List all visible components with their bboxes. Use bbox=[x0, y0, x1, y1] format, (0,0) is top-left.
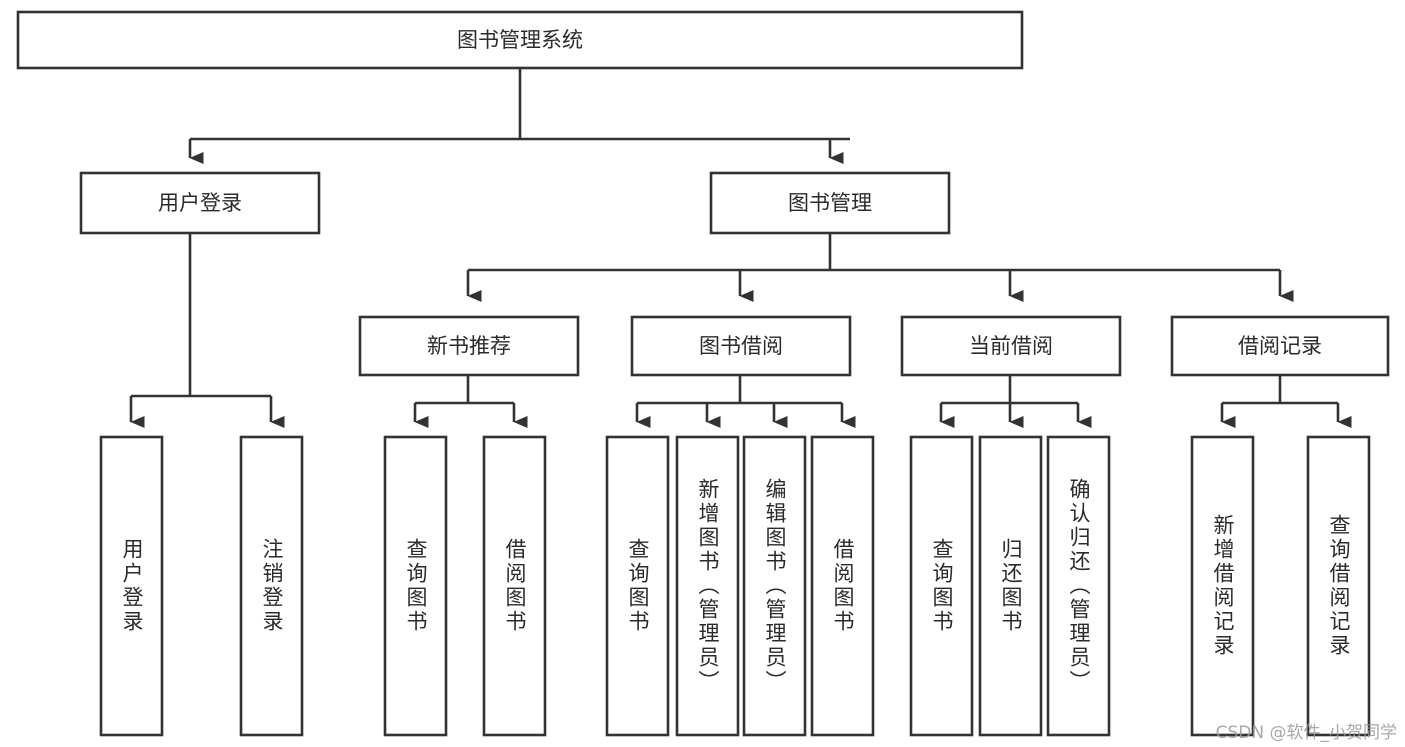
node-book-management[interactable]: 图书管理 bbox=[709, 171, 951, 235]
leaf-box-query-book-1[interactable] bbox=[383, 435, 448, 737]
leaf-box-borrow-book-2[interactable] bbox=[810, 435, 875, 737]
node-root-system[interactable]: 图书管理系统 bbox=[16, 10, 1024, 70]
node-user-login-label: 用户登录 bbox=[158, 191, 242, 215]
leaf-box-borrow-book-1[interactable] bbox=[482, 435, 547, 737]
node-new-book-recommend[interactable]: 新书推荐 bbox=[358, 315, 580, 377]
connector-current-to-leaves bbox=[939, 375, 1092, 428]
connector-records-to-leaves bbox=[1220, 375, 1352, 428]
connector-bookmgmt-to-level3 bbox=[466, 233, 1294, 302]
leaf-box-query-borrow-record[interactable] bbox=[1306, 435, 1371, 737]
node-root-system-label: 图书管理系统 bbox=[457, 28, 583, 52]
connector-root-to-level2 bbox=[188, 68, 850, 164]
leaf-box-user-login[interactable] bbox=[99, 435, 164, 737]
connector-newbook-to-leaves bbox=[413, 375, 528, 428]
node-book-borrow[interactable]: 图书借阅 bbox=[630, 315, 852, 377]
connector-borrow-to-leaves bbox=[635, 375, 856, 428]
csdn-watermark: CSDN @软件_小贺同学 bbox=[1215, 723, 1397, 743]
node-borrow-records-label: 借阅记录 bbox=[1238, 334, 1322, 358]
leaf-box-return-book[interactable] bbox=[978, 435, 1043, 737]
node-user-login[interactable]: 用户登录 bbox=[79, 171, 321, 235]
node-current-borrow-label: 当前借阅 bbox=[969, 334, 1053, 358]
node-book-borrow-label: 图书借阅 bbox=[699, 334, 783, 358]
node-new-book-recommend-label: 新书推荐 bbox=[427, 334, 511, 358]
node-borrow-records[interactable]: 借阅记录 bbox=[1170, 315, 1390, 377]
leaf-box-add-book-admin[interactable] bbox=[675, 435, 740, 737]
leaf-box-logout[interactable] bbox=[239, 435, 304, 737]
leaf-box-edit-book-admin[interactable] bbox=[742, 435, 807, 737]
leaf-box-query-book-3[interactable] bbox=[909, 435, 974, 737]
leaf-box-add-borrow-record[interactable] bbox=[1190, 435, 1255, 737]
node-current-borrow[interactable]: 当前借阅 bbox=[900, 315, 1122, 377]
leaf-box-confirm-return-admin[interactable] bbox=[1046, 435, 1111, 737]
leaf-box-query-book-2[interactable] bbox=[605, 435, 670, 737]
node-book-management-label: 图书管理 bbox=[788, 191, 872, 215]
connector-userlogin-to-leaves bbox=[129, 233, 285, 428]
